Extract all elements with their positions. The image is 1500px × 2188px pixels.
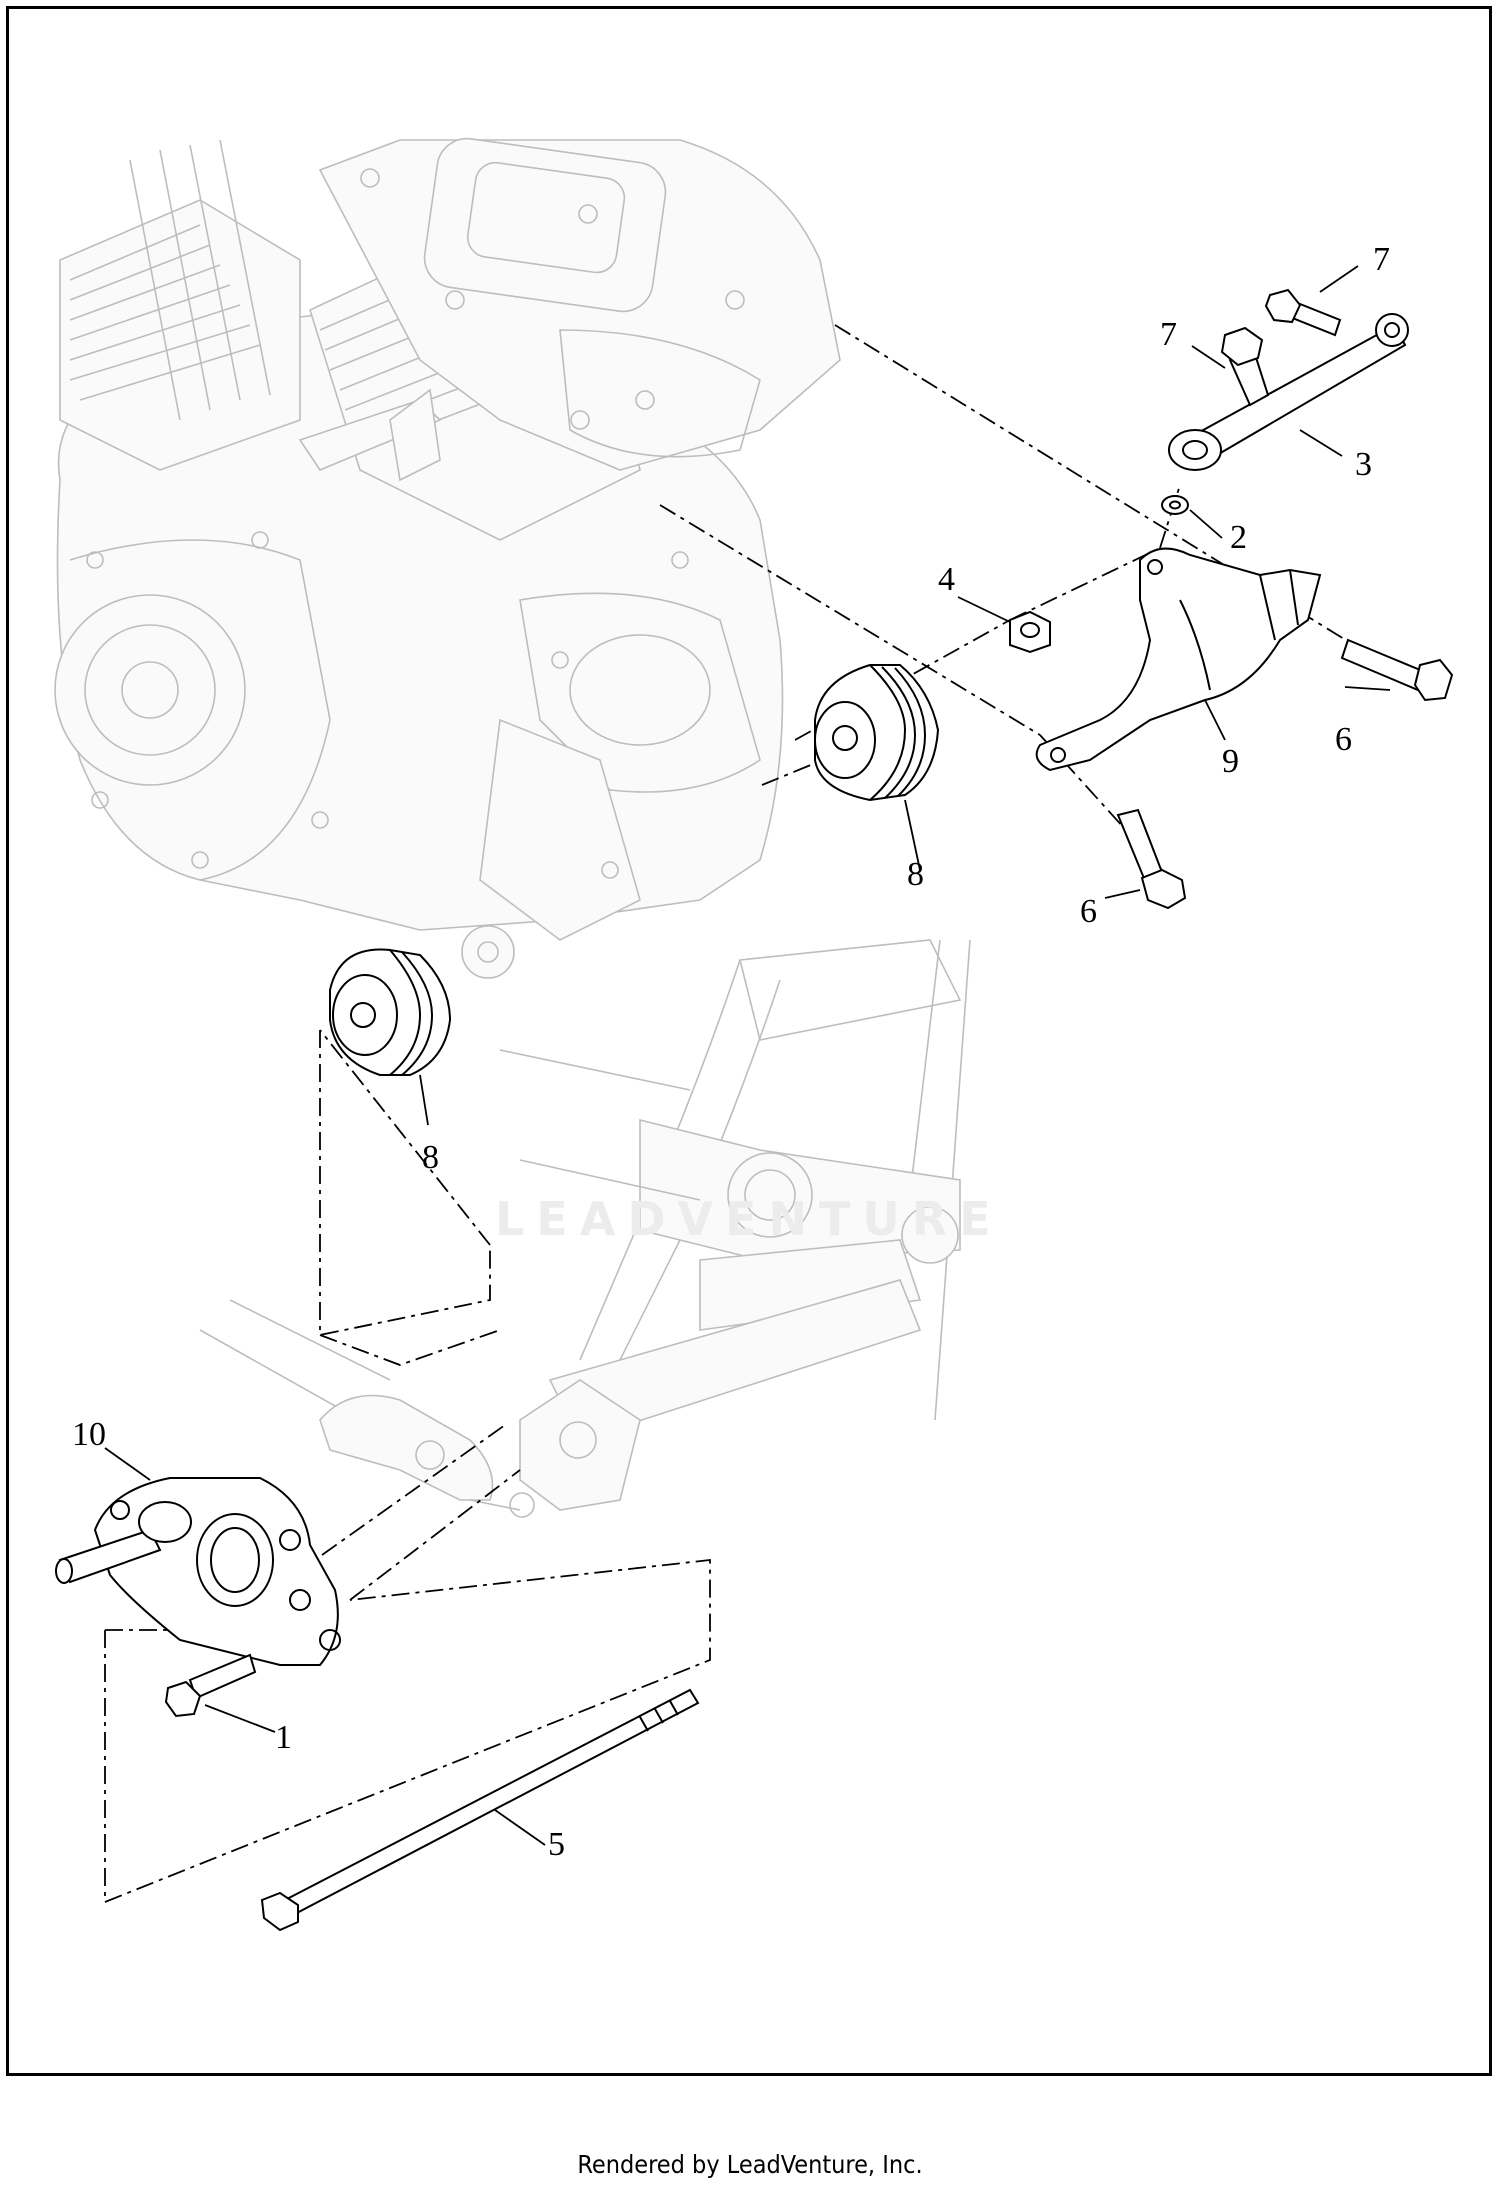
leader-lines <box>104 265 1391 1846</box>
callout-labels: 7 7 3 2 4 6 9 8 6 8 10 1 5 <box>72 241 1390 1863</box>
callout-1: 1 <box>275 1719 292 1756</box>
part-1-bolt[interactable] <box>164 1653 257 1718</box>
part-3-stabilizer-link[interactable] <box>1168 313 1409 471</box>
part-9-bracket[interactable] <box>1035 547 1322 772</box>
part-8-isolator-upper[interactable] <box>814 664 940 802</box>
part-2-washer[interactable] <box>1161 495 1189 515</box>
callout-7: 7 <box>1160 316 1177 353</box>
callout-3: 3 <box>1355 446 1372 483</box>
part-8-isolator-lower[interactable] <box>329 948 452 1076</box>
callout-8: 8 <box>422 1139 439 1176</box>
callout-9: 9 <box>1222 743 1239 780</box>
part-6-bolt-upper[interactable] <box>1340 638 1454 702</box>
watermark: LEADVENTURE <box>495 1192 1003 1246</box>
part-4-nut[interactable] <box>1009 610 1051 654</box>
diagram-border <box>6 6 1492 2076</box>
callout-7: 7 <box>1373 241 1390 278</box>
part-5-through-stud[interactable] <box>260 1688 700 1932</box>
part-7-bolt-upper[interactable] <box>1264 288 1342 337</box>
callout-8: 8 <box>907 856 924 893</box>
callout-6: 6 <box>1080 893 1097 930</box>
part-10-front-mount[interactable] <box>55 1477 341 1666</box>
callout-5: 5 <box>548 1826 565 1863</box>
callout-2: 2 <box>1230 519 1247 556</box>
callout-10: 10 <box>72 1416 106 1453</box>
footer-credit: Rendered by LeadVenture, Inc. <box>577 2150 923 2179</box>
part-6-bolt-lower[interactable] <box>1116 808 1187 910</box>
frame-outline <box>199 939 971 1518</box>
engine-outline <box>54 137 841 979</box>
callout-6: 6 <box>1335 721 1352 758</box>
callout-4: 4 <box>938 561 955 598</box>
part-7-bolt-lower[interactable] <box>1220 326 1270 407</box>
